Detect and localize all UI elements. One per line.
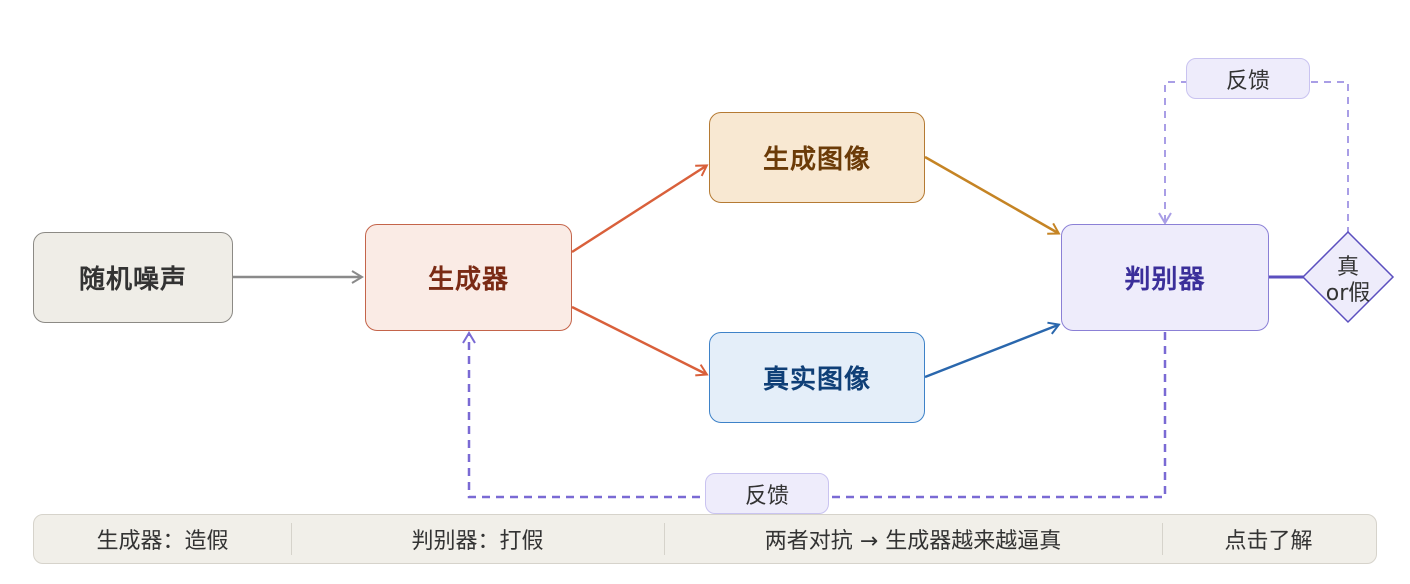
arrow-real-to-discriminator — [924, 321, 1061, 379]
node-generated-image-label: 生成图像 — [762, 145, 871, 175]
node-discriminator[interactable]: 判别器 — [1061, 224, 1269, 331]
feedback-tag-top-label: 反馈 — [1225, 68, 1270, 94]
feedback-loop-bottom — [462, 331, 1167, 499]
node-random-noise-label: 随机噪声 — [78, 265, 187, 295]
node-generator-label: 生成器 — [427, 265, 509, 295]
node-real-image-label: 真实图像 — [762, 365, 871, 395]
arrow-generator-to-real — [571, 305, 709, 377]
footer-discriminator-detect: 判别器：打假 — [291, 515, 664, 563]
node-discriminator-label: 判别器 — [1124, 265, 1206, 295]
feedback-tag-top[interactable]: 反馈 — [1186, 58, 1310, 99]
feedback-tag-bottom[interactable]: 反馈 — [705, 473, 829, 514]
arrow-generator-to-generated — [571, 164, 709, 254]
node-real-image[interactable]: 真实图像 — [709, 332, 925, 423]
feedback-loop-top — [1158, 81, 1349, 234]
decision-or-false-label: or假 — [1325, 281, 1371, 306]
decision-diamond — [1301, 230, 1395, 324]
footer-discriminator-detect-label: 判别器：打假 — [411, 529, 544, 554]
footer-bar: 生成器：造假 判别器：打假 两者对抗 → 生成器越来越逼真 点击了解 — [33, 514, 1377, 564]
learn-more-button[interactable]: 点击了解 — [1162, 515, 1375, 563]
node-generated-image[interactable]: 生成图像 — [709, 112, 925, 203]
learn-more-label: 点击了解 — [1224, 529, 1313, 554]
footer-adversarial: 两者对抗 → 生成器越来越逼真 — [664, 515, 1162, 563]
decision-true-label: 真 — [1336, 255, 1359, 280]
feedback-tag-bottom-label: 反馈 — [744, 483, 789, 509]
arrow-generated-to-discriminator — [924, 155, 1061, 235]
node-generator[interactable]: 生成器 — [365, 224, 572, 331]
footer-adversarial-label: 两者对抗 → 生成器越来越逼真 — [764, 529, 1062, 554]
footer-generator-forge: 生成器：造假 — [34, 515, 291, 563]
node-random-noise[interactable]: 随机噪声 — [33, 232, 233, 323]
decision-label[interactable]: 真 or假 — [1308, 255, 1388, 307]
footer-generator-forge-label: 生成器：造假 — [96, 529, 229, 554]
